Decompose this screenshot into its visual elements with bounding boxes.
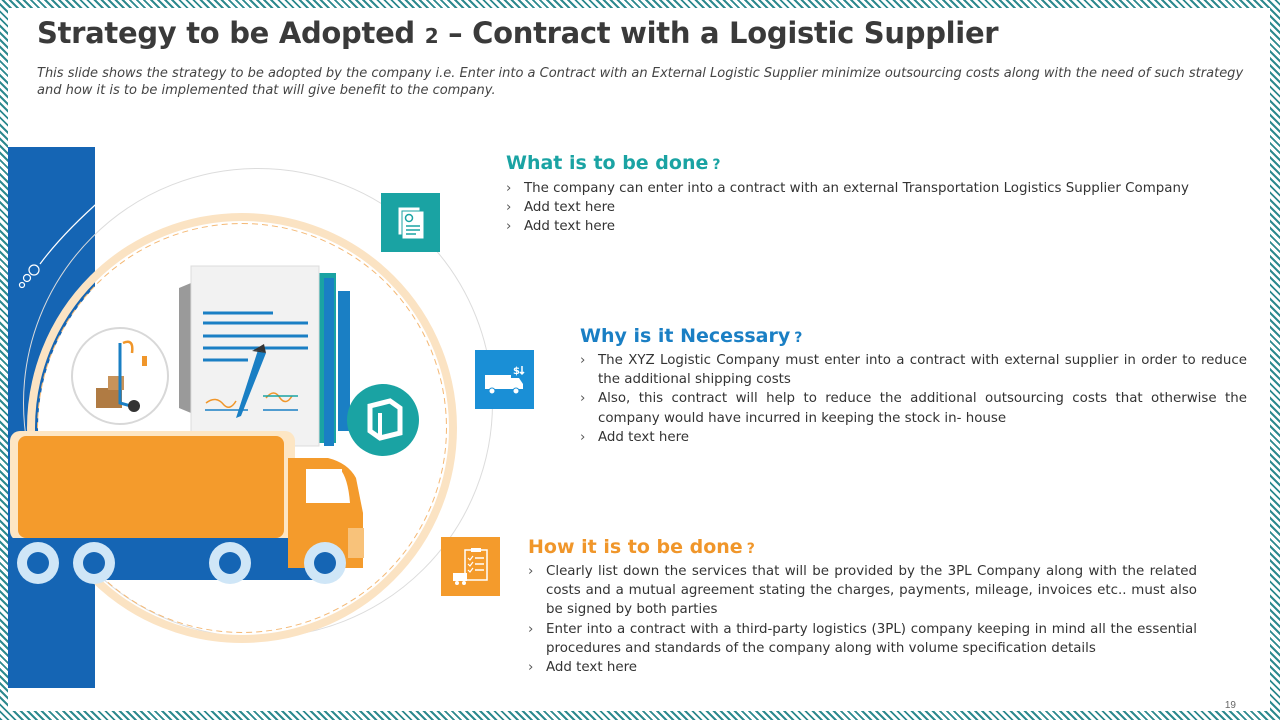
package-box-icon	[347, 384, 419, 456]
list-item: Enter into a contract with a third-party…	[528, 620, 1197, 658]
list-item: Also, this contract will help to reduce …	[580, 389, 1247, 427]
svg-text:$: $	[513, 366, 520, 377]
section-what-title-text: What is to be done	[506, 152, 709, 174]
truck-wheels	[17, 542, 346, 584]
section-how-title-text: How it is to be done	[528, 536, 743, 558]
section-why-title-text: Why is it Necessary	[580, 325, 791, 347]
section-how-bullets: Clearly list down the services that will…	[528, 562, 1197, 677]
title-number: 2	[424, 24, 439, 48]
list-item: Add text here	[506, 217, 1206, 236]
title-part1: Strategy to be Adopted	[37, 16, 415, 50]
document-icon	[381, 193, 440, 252]
contract-truck-illustration	[8, 197, 419, 584]
title-part2: – Contract with a Logistic Supplier	[448, 16, 999, 50]
list-item: The company can enter into a contract wi…	[506, 179, 1206, 198]
orange-dashed-ring	[27, 213, 457, 643]
delivery-truck-icon	[8, 431, 364, 584]
hand-truck-icon	[71, 327, 169, 425]
contract-documents-icon	[179, 265, 350, 447]
page-number: 19	[1224, 700, 1236, 711]
list-item: Add text here	[506, 198, 1206, 217]
section-what-title: What is to be done?	[506, 152, 720, 174]
checklist-truck-icon	[441, 537, 500, 596]
slide-description: This slide shows the strategy to be adop…	[37, 66, 1244, 98]
page-title: Strategy to be Adopted 2 – Contract with…	[37, 16, 999, 50]
section-why-title: Why is it Necessary?	[580, 325, 802, 347]
list-item: Clearly list down the services that will…	[528, 562, 1197, 620]
section-why-bullets: The XYZ Logistic Company must enter into…	[580, 351, 1247, 447]
list-item: The XYZ Logistic Company must enter into…	[580, 351, 1247, 389]
section-what-bullets: The company can enter into a contract wi…	[506, 179, 1206, 237]
decorative-bubbles-icon	[18, 197, 104, 289]
section-what-mark: ?	[712, 157, 721, 173]
slide: Strategy to be Adopted 2 – Contract with…	[8, 8, 1270, 711]
list-item: Add text here	[580, 428, 1247, 447]
list-item: Add text here	[528, 658, 1197, 677]
section-how-title: How it is to be done?	[528, 536, 755, 558]
section-how-mark: ?	[746, 541, 755, 557]
section-why-mark: ?	[794, 330, 803, 346]
truck-dollar-icon: $	[475, 350, 534, 409]
